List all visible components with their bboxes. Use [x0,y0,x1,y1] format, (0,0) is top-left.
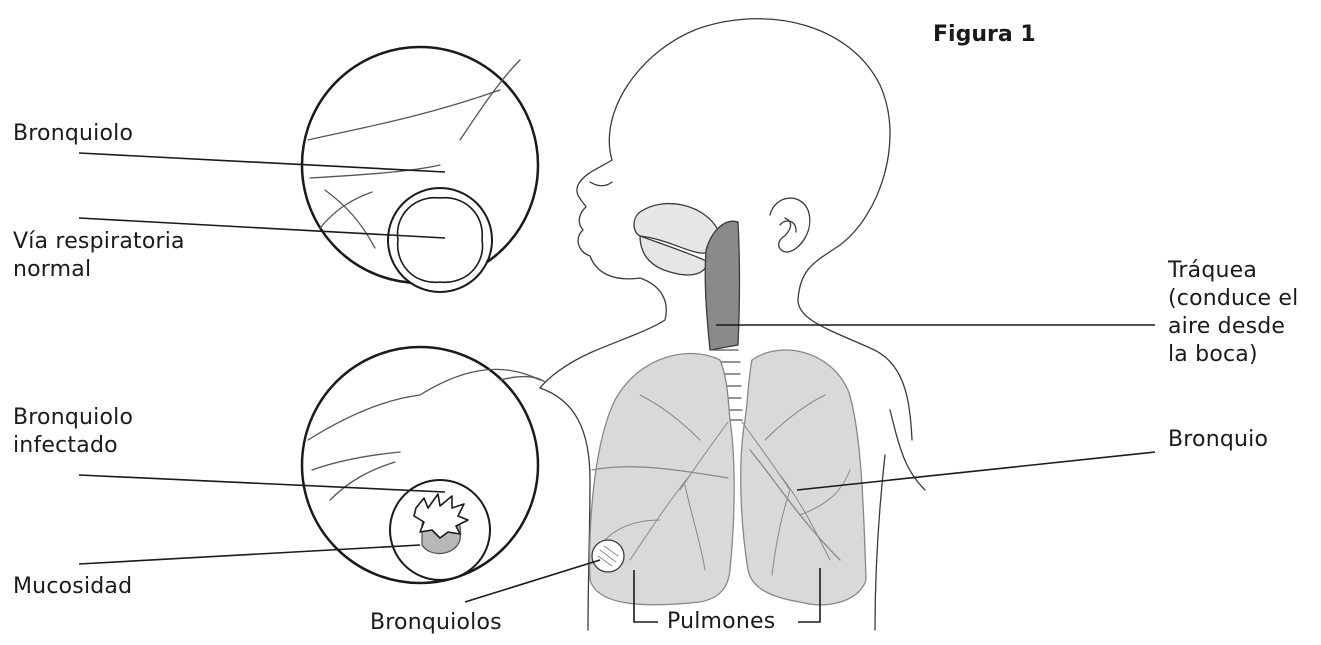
child-ear-inner [780,221,796,232]
child-left-shoulder [540,388,590,630]
trachea [705,221,739,350]
child-ear [770,198,810,252]
infected-bronchiole-inset [302,347,540,583]
leader-bronquiolos [465,560,600,602]
child-face-profile [540,160,666,388]
normal-bronchiole-inset [302,47,538,292]
child-eye [590,182,612,186]
